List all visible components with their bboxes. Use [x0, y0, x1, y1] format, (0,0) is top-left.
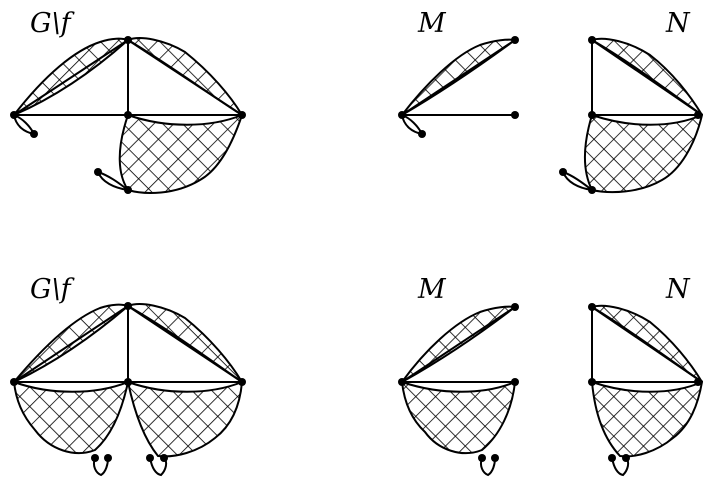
- bottom-m-label: M: [417, 274, 447, 305]
- hatched-face-lower: [400, 380, 517, 455]
- top-n-label: N: [665, 8, 691, 39]
- edge-diagonal: [401, 306, 516, 383]
- vertex: [160, 454, 168, 462]
- top-minor-m: M: [398, 8, 519, 138]
- vertex: [398, 111, 406, 119]
- vertex: [30, 130, 38, 138]
- loop-bottom: [479, 457, 496, 477]
- hatched-face-lower-left: [12, 380, 130, 455]
- vertex: [511, 36, 519, 44]
- vertex: [10, 378, 18, 386]
- top-graph-g-minus-f: G\f: [10, 8, 246, 194]
- vertex: [622, 454, 630, 462]
- vertex: [694, 378, 702, 386]
- bottom-graph-g-minus-f: G\f: [10, 274, 246, 477]
- vertex: [238, 378, 246, 386]
- vertex: [511, 378, 519, 386]
- vertex: [588, 36, 596, 44]
- loop-lower-right: [149, 457, 168, 477]
- vertex: [608, 454, 616, 462]
- vertex: [398, 378, 406, 386]
- vertex: [491, 454, 499, 462]
- hatched-face-lower: [583, 113, 703, 194]
- edge-diagonal: [591, 39, 703, 116]
- vertex: [124, 186, 132, 194]
- edge-right-diagonal: [127, 39, 243, 116]
- hatched-face-lower: [590, 380, 703, 458]
- edge-left-diagonal: [13, 39, 129, 116]
- top-minor-n: N: [559, 8, 703, 194]
- vertex: [418, 130, 426, 138]
- hatched-face-lower-right: [126, 380, 244, 458]
- top-graph-label: G\f: [30, 8, 75, 39]
- vertex: [588, 186, 596, 194]
- vertex: [511, 111, 519, 119]
- hatched-face-bottom: [118, 113, 244, 194]
- vertex: [124, 302, 132, 310]
- edge-right-diagonal: [127, 305, 243, 383]
- bottom-minor-n: N: [588, 274, 703, 477]
- loop-left: [13, 114, 35, 135]
- vertex: [588, 378, 596, 386]
- hatched-face-upper-right: [125, 303, 243, 383]
- loop-lower-left: [92, 457, 109, 477]
- vertex: [478, 454, 486, 462]
- top-m-label: M: [417, 8, 447, 39]
- loop-bottom: [611, 457, 630, 477]
- vertex: [559, 168, 567, 176]
- vertex: [588, 303, 596, 311]
- vertex: [588, 111, 596, 119]
- vertex: [694, 111, 702, 119]
- bottom-minor-m: M: [398, 274, 519, 477]
- edge-diagonal: [401, 39, 516, 116]
- vertex: [124, 111, 132, 119]
- vertex: [10, 111, 18, 119]
- edge-left-diagonal: [13, 305, 129, 383]
- vertex: [146, 454, 154, 462]
- vertex: [94, 168, 102, 176]
- edge-diagonal: [591, 306, 703, 383]
- loop-left: [401, 114, 423, 135]
- vertex: [124, 378, 132, 386]
- bottom-graph-label: G\f: [30, 274, 75, 305]
- vertex: [511, 303, 519, 311]
- vertex: [238, 111, 246, 119]
- vertex: [104, 454, 112, 462]
- vertex: [91, 454, 99, 462]
- bottom-n-label: N: [665, 274, 691, 305]
- vertex: [124, 36, 132, 44]
